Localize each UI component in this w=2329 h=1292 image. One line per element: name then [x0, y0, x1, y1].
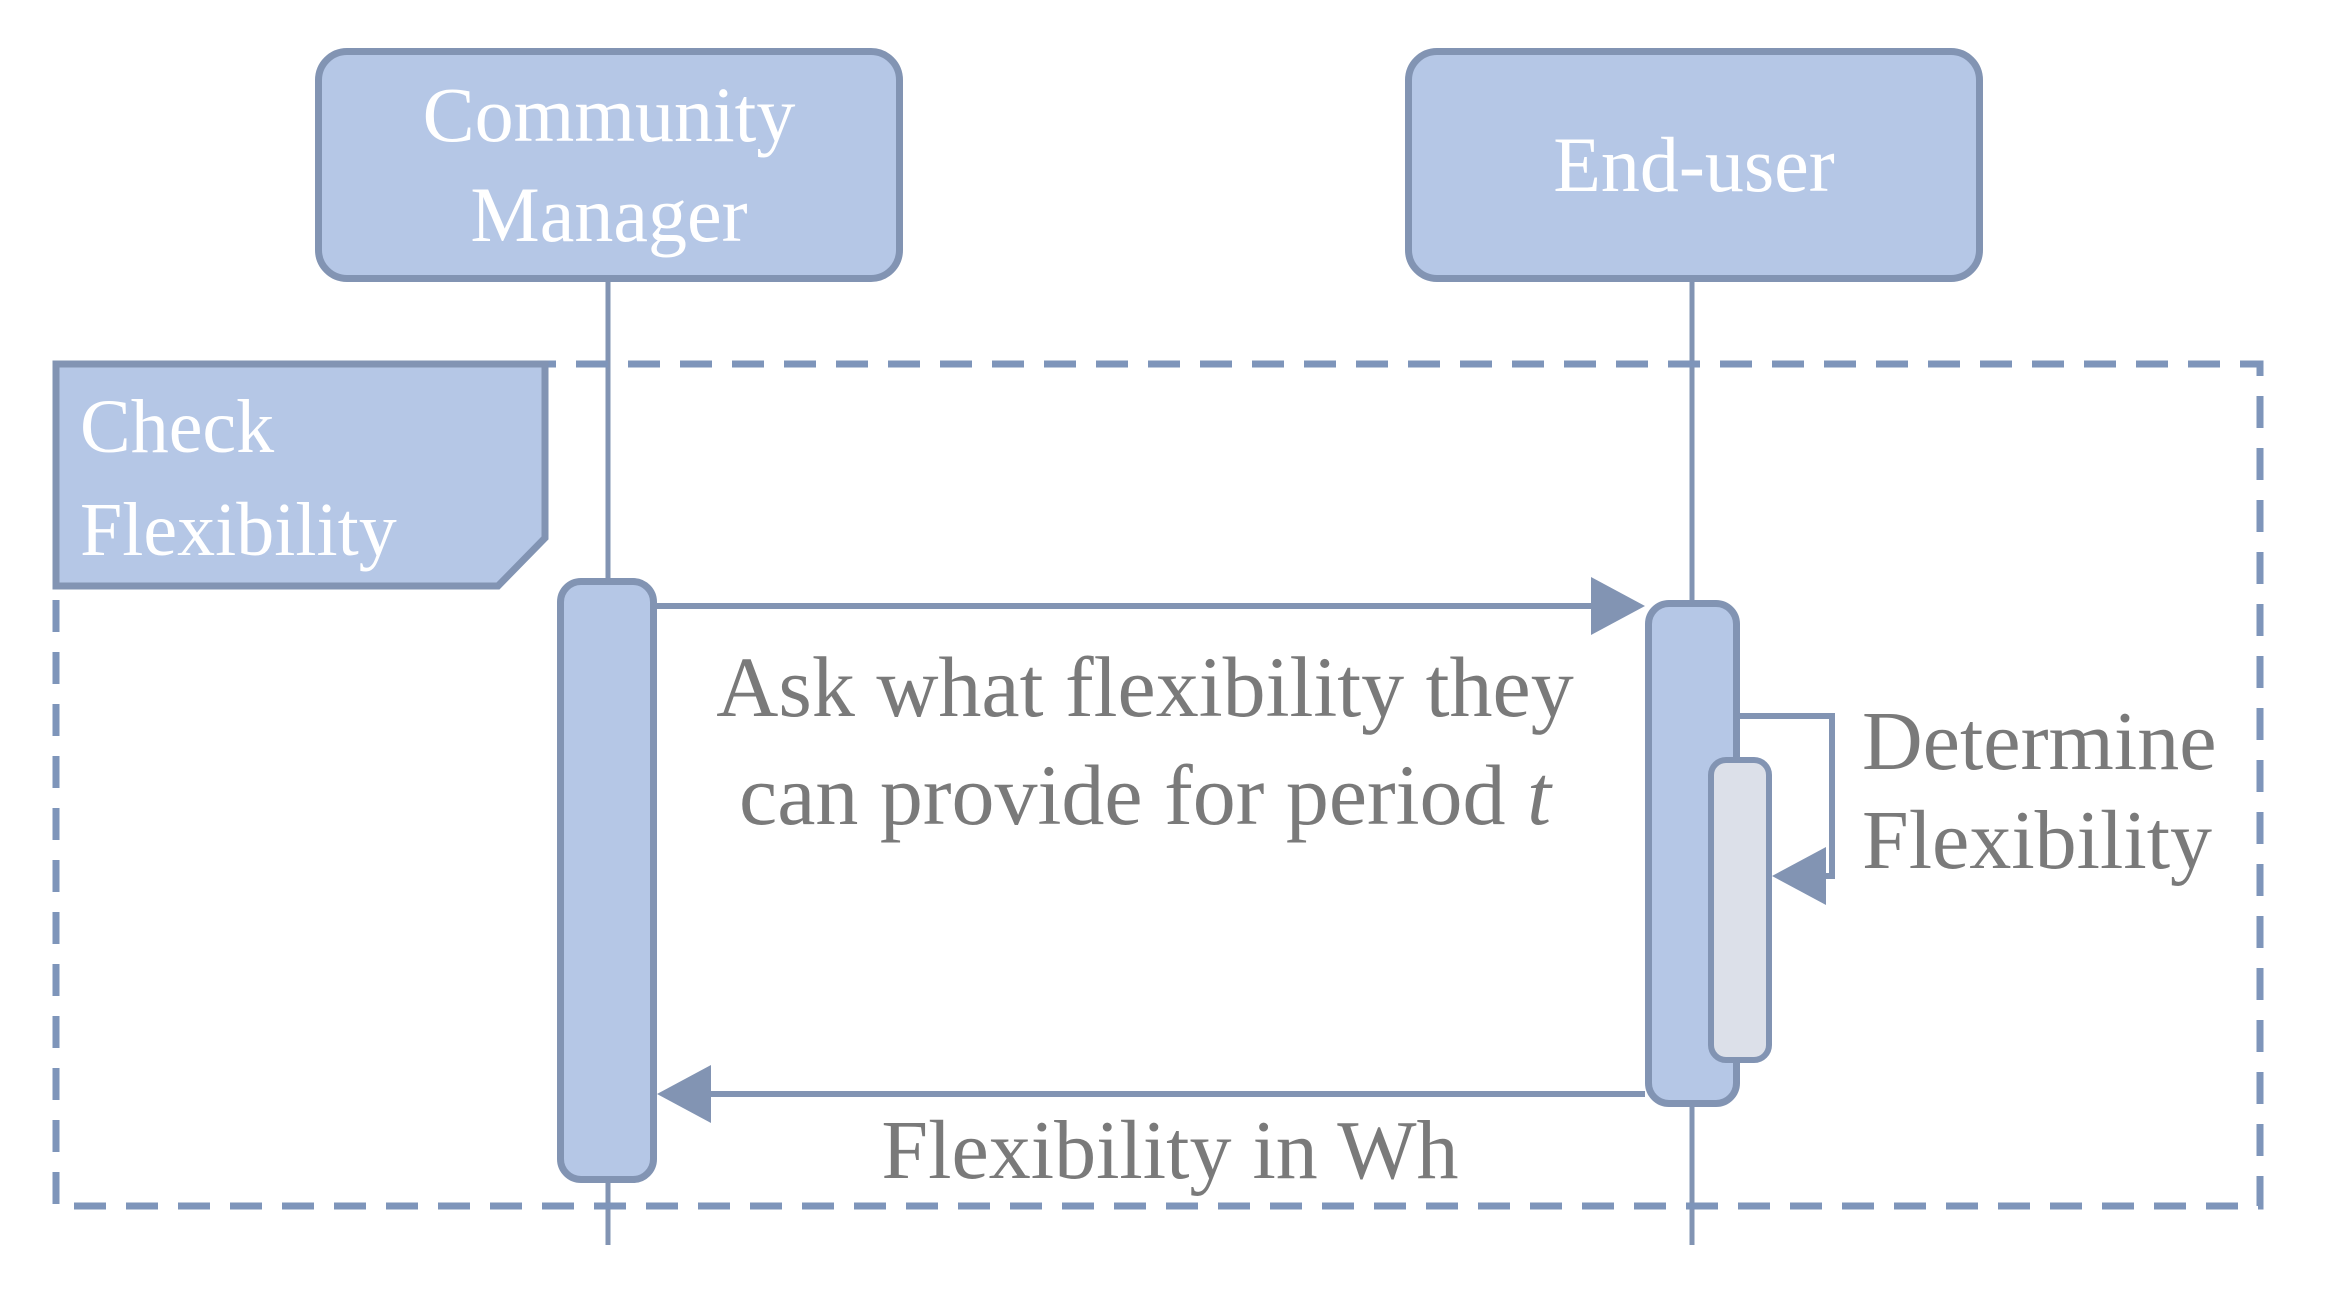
arrow-flexibility-return — [657, 1065, 1645, 1123]
message-label-line: can provide for period t — [739, 746, 1551, 843]
arrowhead-left-icon — [657, 1065, 711, 1123]
actor-label-line: End-user — [1553, 121, 1835, 209]
activation-bar-community-manager — [557, 578, 657, 1183]
frame-label-line: Check — [80, 385, 275, 469]
arrow-ask-flexibility — [657, 577, 1645, 635]
message-label-line: Determine — [1862, 695, 2217, 788]
actor-label-line: Manager — [470, 171, 748, 258]
actor-box-community-manager: Community Manager — [315, 48, 903, 282]
message-label-line: Ask what flexibility they — [716, 639, 1574, 735]
frame-label: Check Flexibility — [80, 376, 397, 581]
arrowhead-right-icon — [1591, 577, 1645, 635]
arrow-determine-flexibility-self-call — [1740, 713, 1835, 905]
arrowhead-left-icon — [1772, 847, 1826, 905]
frame-label-pentagon — [52, 360, 549, 590]
actor-label-line: Community — [422, 71, 796, 159]
actor-box-end-user: End-user — [1405, 48, 1983, 282]
nested-activation-bar-end-user — [1708, 757, 1772, 1063]
frame-label-line: Flexibility — [80, 487, 397, 572]
message-label-ask-flexibility: Ask what flexibility they can provide fo… — [545, 634, 1745, 849]
interaction-frame-border — [52, 360, 2264, 1210]
message-label-line: Flexibility in Wh — [881, 1104, 1459, 1197]
message-label-flexibility-return: Flexibility in Wh — [670, 1098, 1670, 1203]
message-label-determine-flexibility: Determine Flexibility — [1862, 692, 2322, 890]
message-label-line: Flexibility — [1862, 794, 2213, 888]
